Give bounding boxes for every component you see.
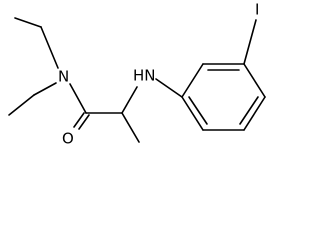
bond-carbonyl-double-1 [73,112,85,128]
bond-ethyl-ch3-upper [14,17,42,28]
ring-double-bond-left [188,96,208,125]
bond-n-carbonyl [69,83,87,114]
iodine-label: I [255,1,259,19]
amide-nitrogen-label: N [58,68,69,86]
bond-alpha-methyl [121,112,140,143]
bond-ring-iodine [243,19,257,65]
chemical-structure-diagram: N HN O I [8,1,266,148]
bond-ethyl-ch2-lower-n [33,82,57,96]
bond-ethyl-ch3-lower [8,94,35,116]
amine-nitrogen-label: HN [133,67,156,85]
bond-alpha-nh [121,86,138,114]
ring-bond-6 [181,96,204,131]
ring-bond-3 [243,63,266,98]
ring-bond-1 [181,63,204,98]
carbonyl-oxygen-label: O [62,130,74,148]
bond-carbonyl-double-2 [78,114,90,130]
ring-double-bond-right [239,96,259,125]
bond-ethyl-ch2-upper-n [40,26,59,69]
bond-nh-aryl [155,78,183,98]
ring-bond-4 [243,96,266,131]
